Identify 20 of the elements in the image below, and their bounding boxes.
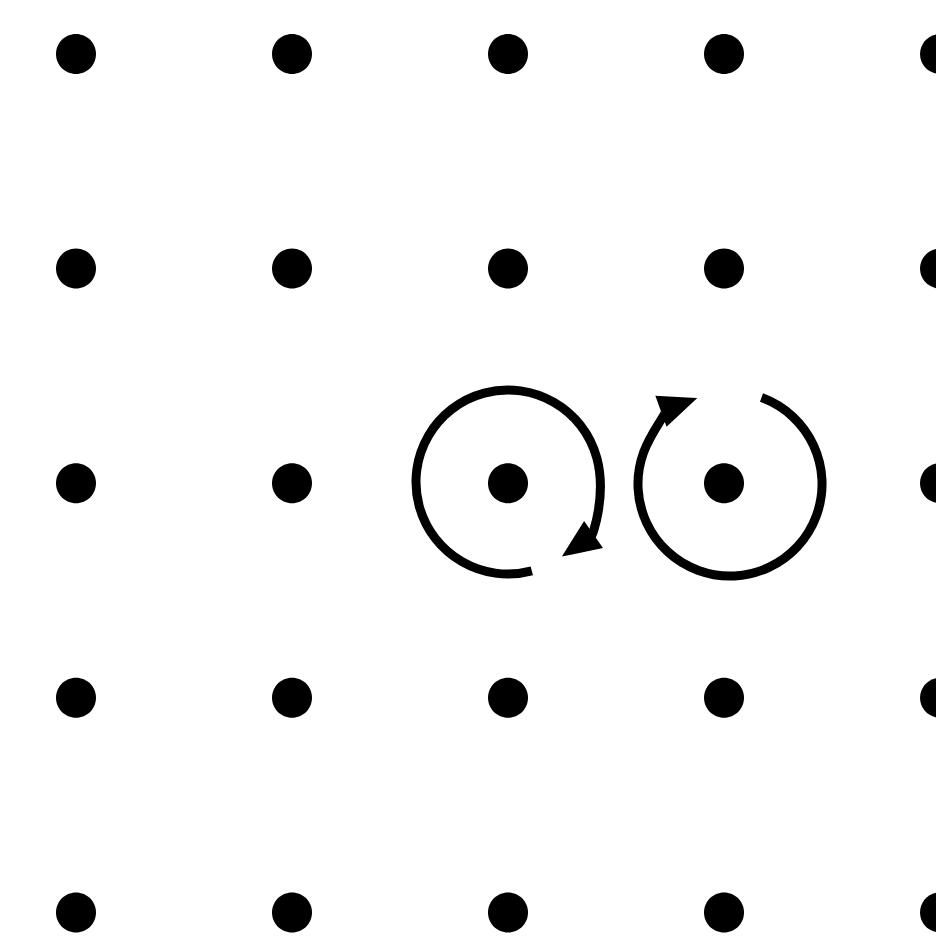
lattice-dot [704, 248, 744, 289]
lattice-dot [272, 892, 312, 933]
lattice-dot [704, 892, 744, 933]
lattice-dot [272, 463, 312, 504]
lattice-dot [704, 463, 744, 504]
lattice-dot [488, 677, 528, 718]
lattice-dot [56, 463, 96, 504]
lattice-dot [272, 248, 312, 289]
lattice-dot [488, 248, 528, 289]
lattice-dot [488, 34, 528, 74]
lattice-dot [488, 892, 528, 933]
lattice-dot [56, 248, 96, 289]
lattice-dot [272, 34, 312, 74]
lattice-dot [56, 892, 96, 933]
lattice-dot [272, 677, 312, 718]
lattice-dot [704, 677, 744, 718]
lattice-dot [56, 677, 96, 718]
lattice-dot [488, 463, 528, 504]
lattice-dot [56, 34, 96, 74]
lattice-dot [704, 34, 744, 74]
